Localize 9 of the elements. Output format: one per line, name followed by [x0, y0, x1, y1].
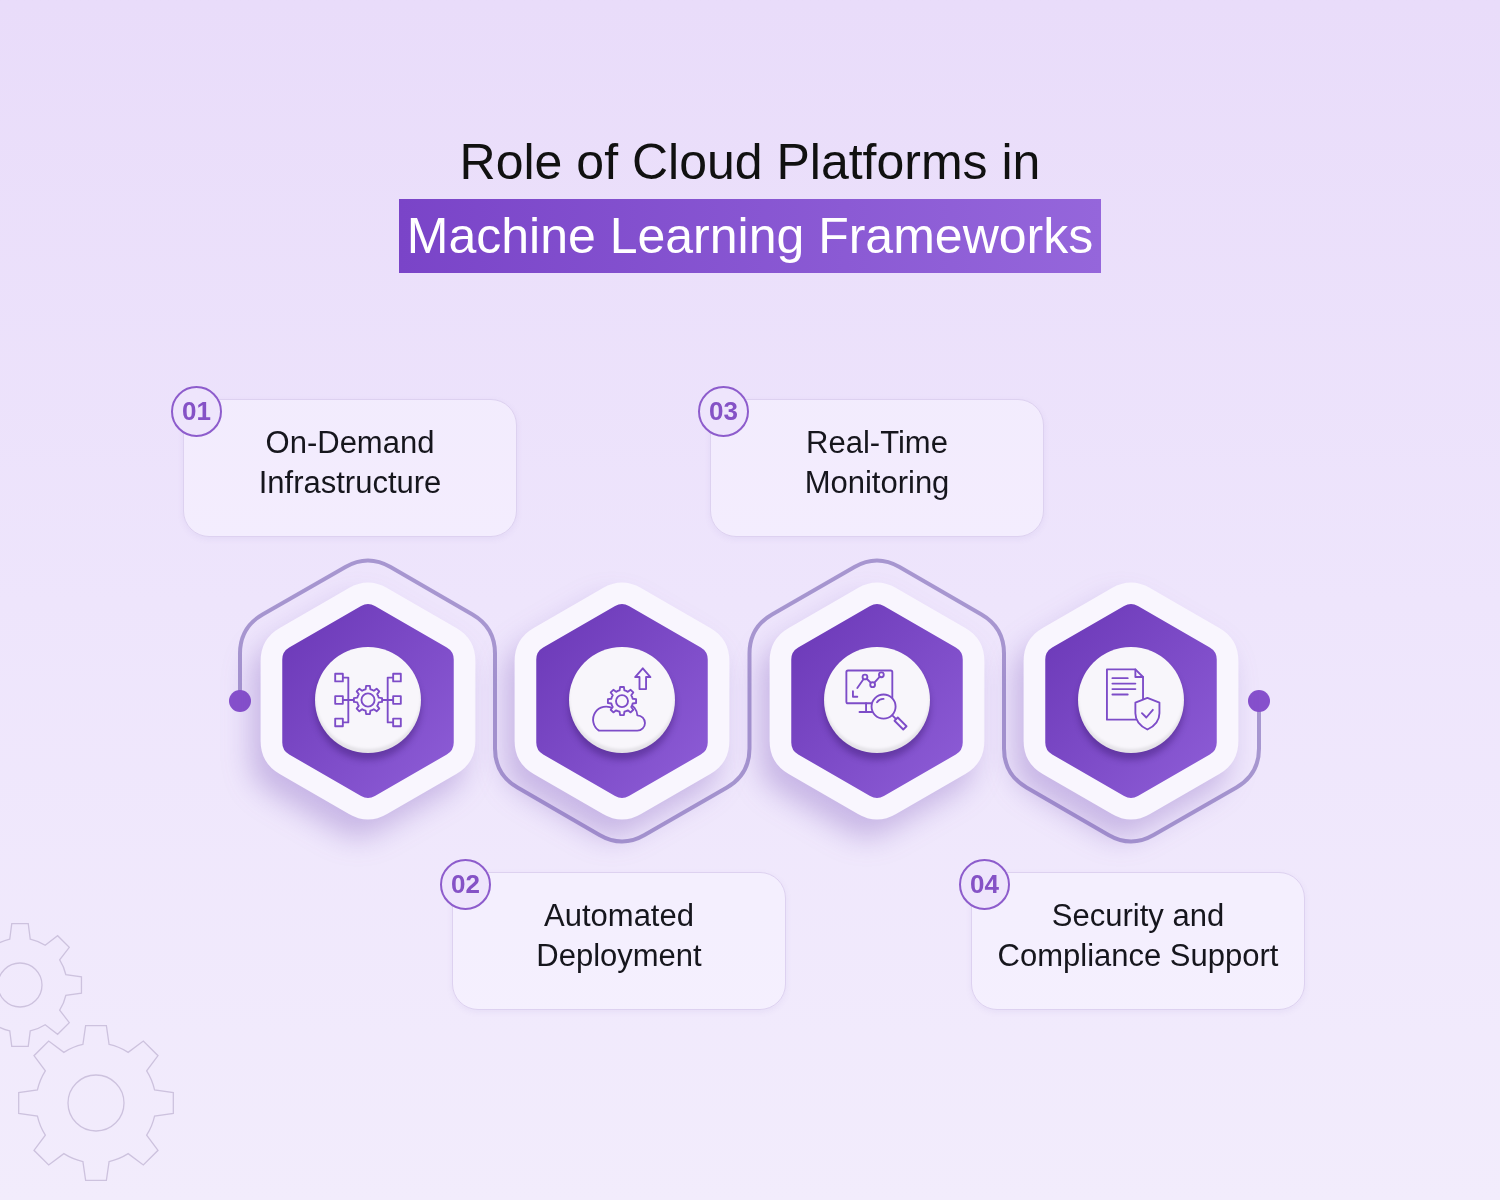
- step-label: Real-Time Monitoring: [803, 424, 951, 502]
- step-number: 01: [171, 386, 222, 437]
- step-label: On-Demand Infrastructure: [257, 424, 443, 502]
- step-number: 03: [698, 386, 749, 437]
- title: Role of Cloud Platforms in: [459, 133, 1041, 192]
- title-highlight: Machine Learning Frameworks: [398, 199, 1102, 273]
- step-number: 02: [440, 859, 491, 910]
- step-label: Automated Deployment: [535, 897, 703, 975]
- step-number: 04: [959, 859, 1010, 910]
